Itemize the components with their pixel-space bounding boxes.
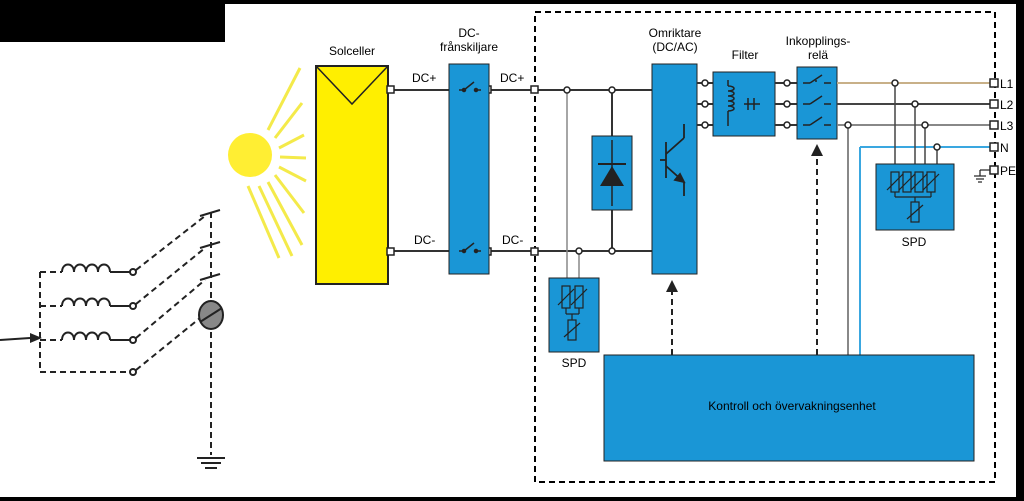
- label-dc-disconnector-1: DC-: [458, 26, 479, 40]
- label-spd-dc: SPD: [562, 356, 587, 370]
- label-filter: Filter: [732, 48, 759, 62]
- dc-disconnector: [448, 63, 490, 275]
- label-relay-2: relä: [808, 48, 828, 62]
- label-dc-disconnector-2: frånskiljare: [440, 40, 498, 54]
- filter: [712, 71, 776, 137]
- relay-input-dots: [783, 79, 791, 129]
- label-dc-minus-left: DC-: [414, 233, 435, 247]
- label-dc-plus-right: DC+: [500, 71, 524, 85]
- diode-block: [591, 135, 633, 211]
- lightning-generator-icon: [39, 209, 221, 455]
- ac-junction-dots: [844, 79, 941, 151]
- label-inverter-1: Omriktare: [649, 26, 702, 40]
- label-dc-plus-left: DC+: [412, 71, 436, 85]
- ac-output-lines: [837, 82, 991, 355]
- label-control-unit: Kontroll och övervakningsenhet: [708, 399, 876, 413]
- inverter: [651, 63, 698, 275]
- dc-wires: [391, 89, 655, 252]
- terminal-n: N: [1000, 141, 1009, 155]
- terminal-pe: PE: [1000, 164, 1016, 178]
- ground-icon: [197, 457, 225, 469]
- control-unit: [603, 354, 975, 462]
- dc-spd-wires: [566, 90, 580, 278]
- control-signals: [666, 144, 823, 355]
- terminal-l1: L1: [1000, 77, 1014, 91]
- junction-dots: [563, 86, 616, 255]
- filter-input-dots: [701, 79, 709, 129]
- terminal-l2: L2: [1000, 98, 1014, 112]
- diode-icon: [598, 140, 626, 206]
- ac-spd: [875, 163, 955, 231]
- label-relay-1: Inkopplings-: [786, 34, 851, 48]
- sun-icon: [228, 67, 307, 259]
- lamp-icon: [198, 300, 224, 330]
- output-terminals: [989, 78, 999, 175]
- inverter-enclosure: [534, 11, 996, 483]
- label-dc-minus-right: DC-: [502, 233, 523, 247]
- label-spd-ac: SPD: [902, 235, 927, 249]
- transistor-icon: [660, 124, 686, 196]
- input-arrow-icon: [0, 333, 42, 343]
- connection-relay: [796, 66, 838, 140]
- pe-ground-icon: [974, 169, 990, 183]
- bottom-edge-bar: [0, 497, 1024, 501]
- right-edge-bar: [1016, 0, 1024, 501]
- title-block: [0, 0, 225, 42]
- solar-panel: [315, 65, 389, 285]
- switch-icon: [459, 81, 481, 254]
- label-solceller: Solceller: [329, 44, 375, 58]
- dc-spd: [548, 277, 600, 353]
- label-inverter-2: (DC/AC): [652, 40, 697, 54]
- terminal-l3: L3: [1000, 119, 1014, 133]
